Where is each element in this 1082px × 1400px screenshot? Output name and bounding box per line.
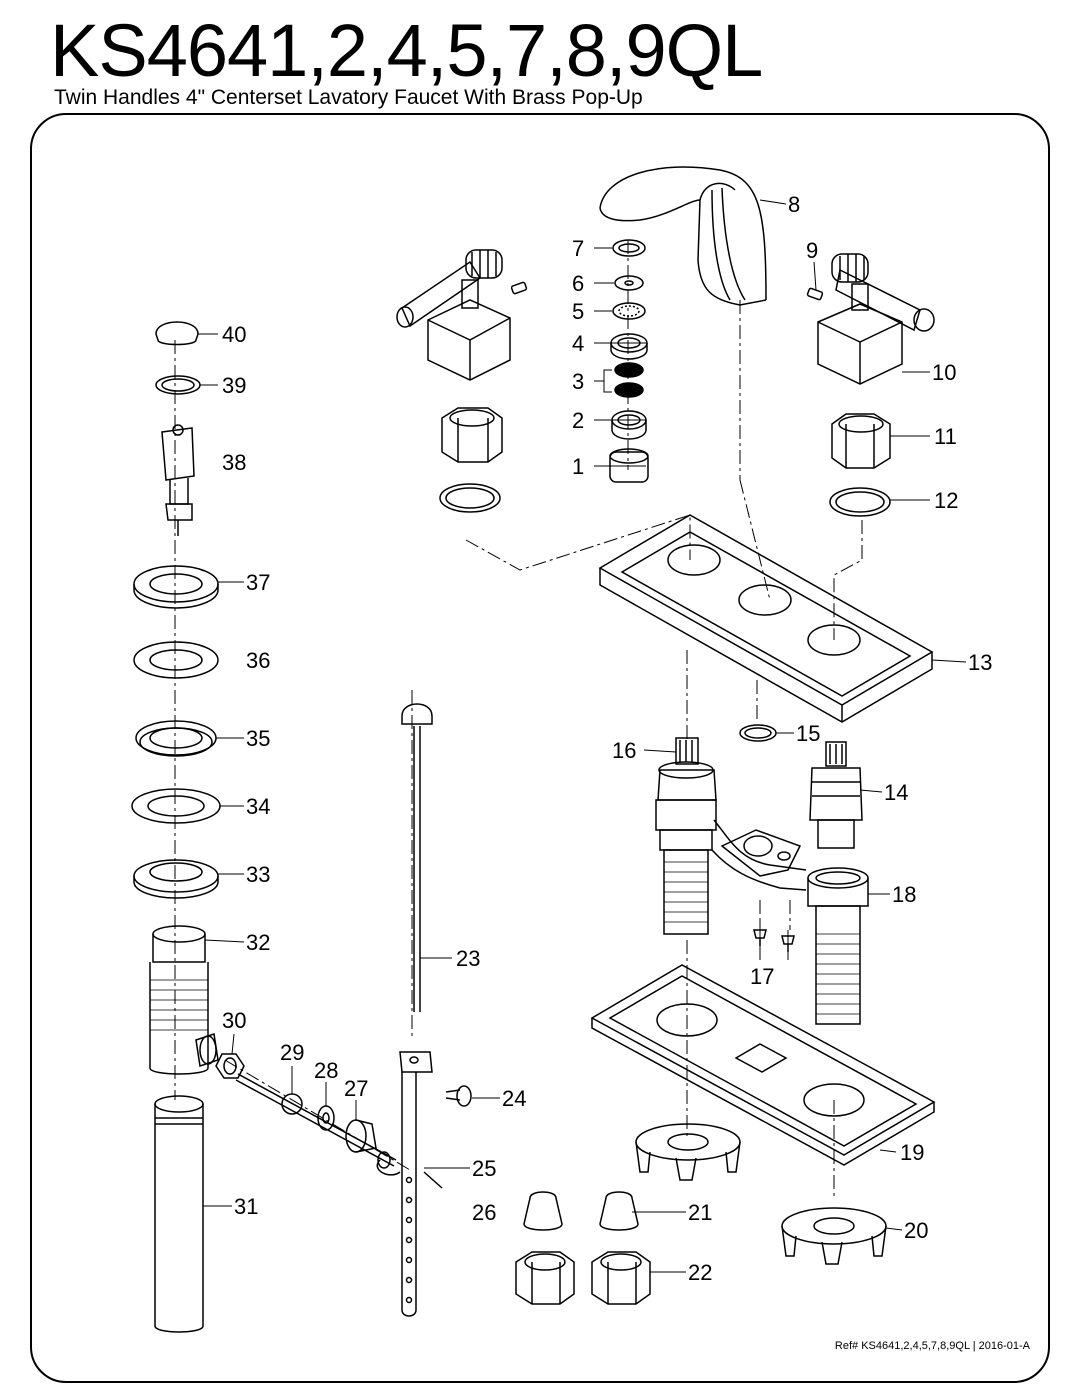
leader-lines xyxy=(198,199,967,1273)
aerator-insert-4 xyxy=(610,333,648,360)
left-hex-nut xyxy=(441,407,503,463)
valve-body-16 xyxy=(655,737,807,935)
callout-3: 3 xyxy=(572,369,584,394)
center-lines xyxy=(174,240,863,1200)
callout-6: 6 xyxy=(572,271,584,296)
mounting-nut-left xyxy=(635,1123,741,1181)
callout-17: 17 xyxy=(750,964,774,989)
aerator-housing xyxy=(609,448,649,483)
mounting-nut-20 xyxy=(781,1207,887,1265)
callout-5: 5 xyxy=(572,299,584,324)
left-handle xyxy=(396,249,528,381)
callout-40: 40 xyxy=(222,322,246,347)
callout-13: 13 xyxy=(968,650,992,675)
stopper-cap-40 xyxy=(155,321,199,346)
callout-9: 9 xyxy=(806,238,818,263)
callout-29: 29 xyxy=(280,1040,304,1065)
aerator-ring-2 xyxy=(611,410,647,440)
deck-plate-13 xyxy=(598,514,934,723)
reference-number: Ref# KS4641,2,4,5,7,8,9QL | 2016-01-A xyxy=(834,1340,1030,1352)
callout-8: 8 xyxy=(788,192,800,217)
gasket-19 xyxy=(590,964,936,1166)
gasket-36 xyxy=(133,641,219,679)
callout-38: 38 xyxy=(222,450,246,475)
right-handle-10 xyxy=(817,253,935,385)
callout-18: 18 xyxy=(892,882,916,907)
callout-28: 28 xyxy=(314,1058,338,1083)
left-o-ring xyxy=(439,483,501,513)
callout-15: 15 xyxy=(796,721,820,746)
callout-16: 16 xyxy=(612,738,636,763)
diagram-frame xyxy=(30,113,1050,1383)
valve-body-18 xyxy=(807,867,869,1025)
pivot-nut-30 xyxy=(215,1053,245,1079)
callout-21: 21 xyxy=(688,1200,712,1225)
callout-36: 36 xyxy=(246,648,270,673)
callout-33: 33 xyxy=(246,862,270,887)
bridge-outlet xyxy=(720,829,802,877)
cartridge-14 xyxy=(809,741,863,849)
callout-24: 24 xyxy=(502,1086,526,1111)
page-subtitle: Twin Handles 4" Centerset Lavatory Fauce… xyxy=(54,86,643,109)
callout-20: 20 xyxy=(904,1218,928,1243)
callout-30: 30 xyxy=(222,1008,246,1033)
callout-39: 39 xyxy=(222,373,246,398)
drain-body-32 xyxy=(149,925,219,1075)
aerator-washer-7 xyxy=(612,239,646,257)
extension-strap-25 xyxy=(399,1051,433,1317)
coupling-nut-22 xyxy=(591,1251,651,1305)
pivot-rod-29 xyxy=(235,1073,397,1167)
tailpiece-31 xyxy=(154,1095,204,1333)
callout-32: 32 xyxy=(246,930,270,955)
callout-12: 12 xyxy=(934,488,958,513)
callout-labels: 1 2 3 4 5 6 7 8 9 10 11 12 13 14 15 16 1… xyxy=(222,192,992,1285)
o-ring-12 xyxy=(829,487,891,517)
aerator-washer-6 xyxy=(614,275,644,291)
hex-nut-11 xyxy=(831,413,891,469)
thumb-screw-24 xyxy=(445,1085,472,1107)
spring-clip-26 xyxy=(376,1159,443,1189)
callout-35: 35 xyxy=(246,726,270,751)
callout-19: 19 xyxy=(900,1140,924,1165)
ferrule-left xyxy=(523,1191,563,1231)
callout-26: 26 xyxy=(472,1200,496,1225)
page-title: KS4641,2,4,5,7,8,9QL xyxy=(50,9,763,92)
aerator-disc-5 xyxy=(612,302,646,320)
callout-4: 4 xyxy=(572,331,584,356)
callout-23: 23 xyxy=(456,946,480,971)
set-screw-9 xyxy=(806,287,824,301)
callout-14: 14 xyxy=(884,780,908,805)
callout-37: 37 xyxy=(246,570,270,595)
callout-10: 10 xyxy=(932,360,956,385)
aerator-screens-3 xyxy=(614,362,644,398)
ferrule-21 xyxy=(599,1191,639,1231)
callout-2: 2 xyxy=(572,408,584,433)
washer-35 xyxy=(135,720,217,757)
callout-1: 1 xyxy=(572,454,584,479)
spout xyxy=(599,166,767,306)
callout-31: 31 xyxy=(234,1194,258,1219)
gasket-34 xyxy=(131,788,221,824)
flange-33 xyxy=(133,859,219,899)
callout-27: 27 xyxy=(344,1076,368,1101)
flange-37 xyxy=(133,565,219,609)
coupling-nut-left xyxy=(515,1251,575,1305)
callout-34: 34 xyxy=(246,794,270,819)
callout-22: 22 xyxy=(688,1260,712,1285)
lift-rod-23 xyxy=(401,703,433,1012)
callout-25: 25 xyxy=(472,1156,496,1181)
callout-11: 11 xyxy=(934,424,957,449)
o-ring-39 xyxy=(155,375,201,395)
callout-7: 7 xyxy=(572,236,584,261)
stopper-body-38 xyxy=(161,424,195,536)
o-ring-15 xyxy=(739,724,777,742)
